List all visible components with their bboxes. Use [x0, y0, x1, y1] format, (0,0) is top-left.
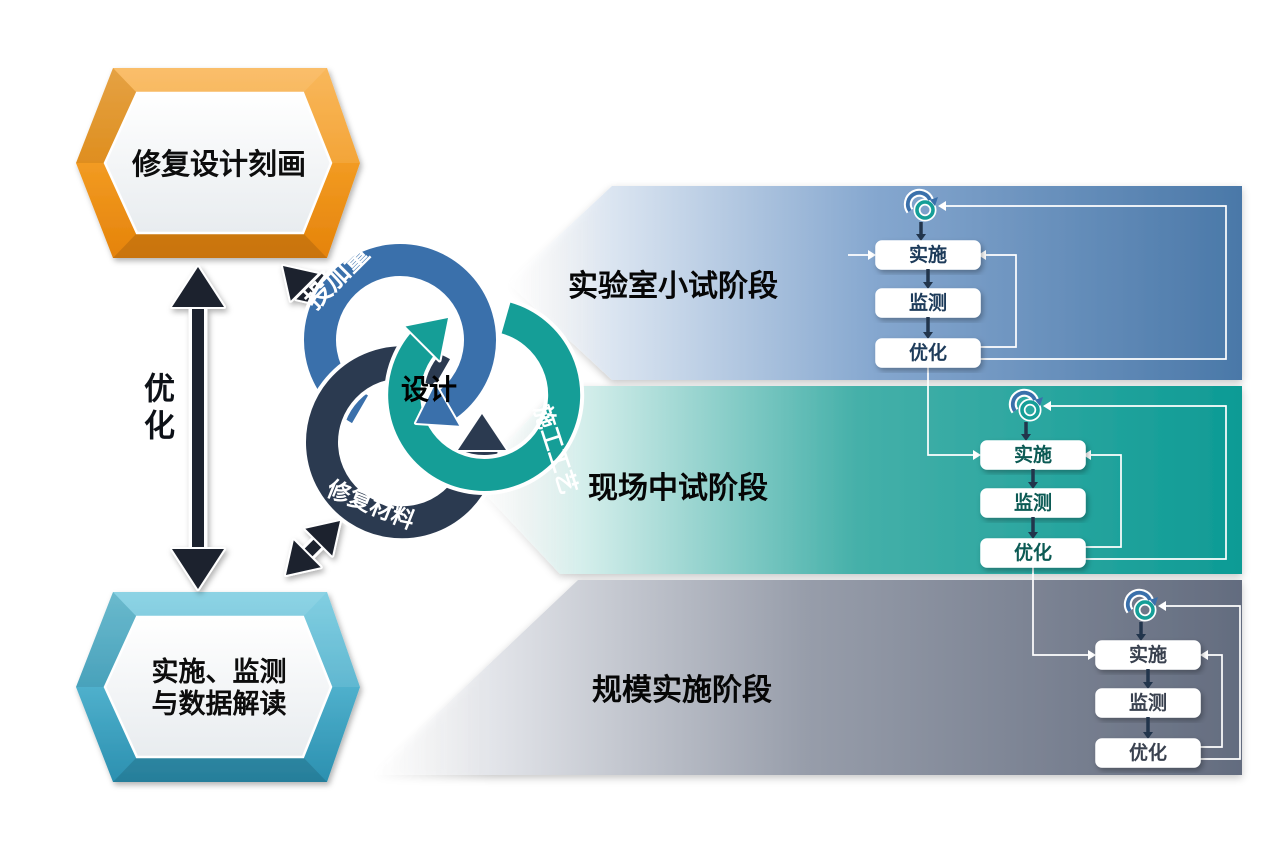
implement-box-label-line2: 与数据解读 [152, 689, 287, 719]
arrowhead-down [170, 547, 226, 591]
step-arrowhead [916, 234, 926, 241]
step-box-optimize [980, 538, 1086, 568]
inner-feedback-line [1085, 454, 1122, 548]
design-center-label: 设计 [401, 374, 457, 405]
step-arrowhead [1028, 532, 1038, 539]
step-label-optimize: 优化 [1129, 741, 1167, 764]
inner-feedback-arrow [1200, 650, 1208, 660]
outer-feedback-arrow [1158, 601, 1166, 611]
arrowhead-up [170, 265, 226, 309]
mini-flow-pilot: 实施 监测 优化 [980, 393, 1227, 660]
stage-band-lab [508, 186, 1242, 380]
stage2-to-stage3-line [1032, 567, 1088, 656]
entry-arrow [868, 250, 876, 260]
stage-label-lab: 实验室小试阶段 [568, 269, 778, 303]
mini-flow-lab: 实施 监测 优化 [848, 193, 1227, 460]
dosage-ring [304, 244, 496, 424]
outer-feedback-arrow [938, 201, 946, 211]
step-box-optimize [1095, 738, 1201, 768]
facet [303, 68, 360, 163]
inner-feedback-line [980, 254, 1017, 348]
step-label-optimize: 优化 [1014, 541, 1052, 564]
material-ring-arrowhead [456, 412, 508, 452]
step-label-monitor: 监测 [1129, 691, 1167, 714]
implement-box-panel [103, 615, 333, 759]
step-box-optimize [875, 338, 981, 368]
step-arrowhead [1136, 634, 1146, 641]
stage-label-pilot: 现场中试阶段 [588, 471, 768, 505]
facet [76, 68, 137, 163]
mini-flow-fullscale: 实施 监测 优化 [1095, 593, 1241, 768]
step-label-implement: 实施 [1129, 643, 1167, 666]
implement-box-label-line1: 实施、监测 [152, 656, 287, 687]
implement-box: 实施、监测 与数据解读 [76, 592, 360, 782]
facet [76, 592, 137, 687]
step-label-monitor: 监测 [1014, 491, 1052, 514]
step-arrowhead [1143, 732, 1153, 739]
facet [113, 592, 327, 617]
process-ring [388, 302, 581, 491]
outer-feedback-arrow [1043, 401, 1051, 411]
outer-feedback-line [946, 205, 1227, 360]
stage1-to-stage2-line [927, 367, 973, 456]
step-arrowhead [923, 332, 933, 339]
cycle-to-implement-arrow [273, 508, 354, 589]
optimize-label: 优化 [139, 372, 174, 446]
facet [113, 68, 327, 93]
stage1-to-stage2-arrow [973, 450, 981, 460]
inner-feedback-line [1200, 654, 1223, 748]
step-arrowhead [1028, 482, 1038, 489]
stage-band-pilot [472, 386, 1242, 574]
inner-feedback-arrow [978, 250, 986, 260]
stage-band-fullscale [372, 580, 1242, 775]
material-ring [306, 346, 499, 539]
facet [303, 592, 360, 687]
facet [113, 757, 327, 782]
step-arrowhead [1021, 434, 1031, 441]
step-label-implement: 实施 [1014, 443, 1052, 466]
central-cycle: 投加量 施工工艺 修复材料 设计 [298, 238, 585, 543]
step-label-optimize: 优化 [909, 341, 947, 364]
design-box: 修复设计刻画 [76, 68, 360, 258]
inner-feedback-arrow [1083, 450, 1091, 460]
step-label-implement: 实施 [909, 243, 947, 266]
step-arrowhead [1143, 682, 1153, 689]
stage2-to-stage3-arrow [1088, 650, 1096, 660]
facet [113, 233, 327, 258]
step-arrowhead [923, 282, 933, 289]
design-box-panel [103, 91, 333, 235]
outer-feedback-line [1166, 605, 1241, 760]
optimize-arrow [170, 265, 226, 591]
design-box-label: 修复设计刻画 [131, 147, 306, 181]
stage-label-fullscale: 规模实施阶段 [592, 673, 772, 707]
outer-feedback-line [1051, 405, 1227, 560]
step-label-monitor: 监测 [909, 291, 947, 314]
